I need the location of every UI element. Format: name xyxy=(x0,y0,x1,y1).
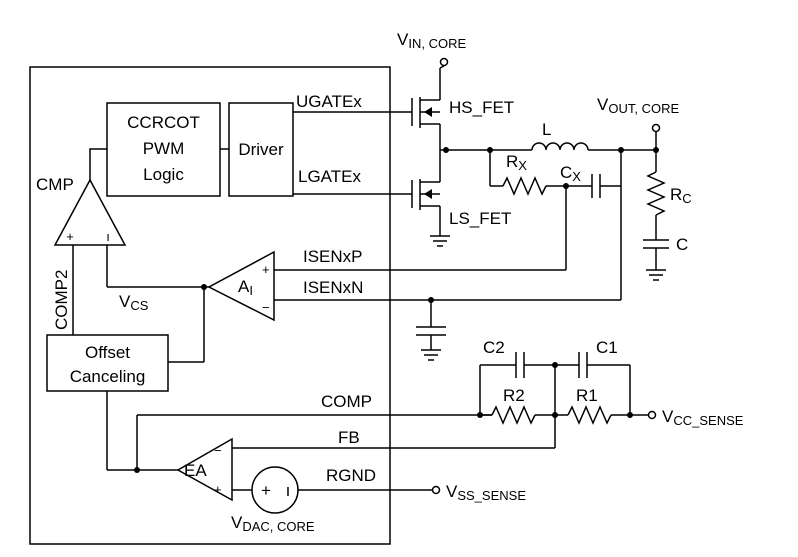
vdac-minus-sign: ı xyxy=(286,481,291,500)
vdac-plus-sign: + xyxy=(261,481,271,500)
ea-label: EA xyxy=(184,461,207,480)
ccrcot-label-line1: CCRCOT xyxy=(127,113,200,132)
hs-fet xyxy=(411,68,441,150)
isenp-label: ISENxP xyxy=(303,247,363,266)
fb-label: FB xyxy=(338,428,360,447)
inductor-label: L xyxy=(542,120,551,139)
ea-minus-sign: − xyxy=(214,443,222,458)
comp2-label: COMP2 xyxy=(52,270,71,330)
resistor-rc xyxy=(646,171,666,216)
resistor-r2 xyxy=(491,405,536,425)
r2-label: R2 xyxy=(503,386,525,405)
offset-canceling-block: Offset Canceling xyxy=(46,334,169,392)
rc-label: RC xyxy=(670,185,692,206)
cmp-output-wire xyxy=(89,148,107,180)
controller-boundary xyxy=(29,66,391,545)
r1-label: R1 xyxy=(576,386,598,405)
resistor-r1 xyxy=(567,405,612,425)
cmp-label: CMP xyxy=(36,175,74,194)
vout-label: VOUT, CORE xyxy=(597,95,679,116)
comp-label: COMP xyxy=(321,392,372,411)
comparator-cmp: + ı xyxy=(53,178,127,246)
ground-symbol-isen xyxy=(421,349,441,361)
vin-terminal xyxy=(439,57,449,67)
ls-fet xyxy=(411,150,441,236)
vss-sense-label: VSS_SENSE xyxy=(446,482,526,503)
vout-terminal xyxy=(651,123,661,133)
vcc-sense-label: VCC_SENSE xyxy=(662,407,744,428)
vcc-sense-terminal xyxy=(647,410,657,420)
c1-label: C1 xyxy=(596,338,618,357)
rx-label: RX xyxy=(506,152,527,173)
ls-fet-label: LS_FET xyxy=(449,209,511,228)
resistor-rx xyxy=(502,176,547,196)
c-label: C xyxy=(676,235,688,254)
cmp-minus-sign: ı xyxy=(106,229,110,244)
vdac-label: VDAC, CORE xyxy=(231,513,315,534)
vss-sense-terminal xyxy=(431,485,441,495)
inductor-l xyxy=(531,142,589,151)
vin-label: VIN, CORE xyxy=(397,30,466,51)
ccrcot-label-line3: Logic xyxy=(143,165,184,184)
rgnd-label: RGND xyxy=(326,466,376,485)
ugate-label: UGATEx xyxy=(296,92,362,111)
driver-label: Driver xyxy=(238,140,284,159)
ea-plus-sign: + xyxy=(214,482,222,497)
lgate-label: LGATEx xyxy=(298,167,361,186)
ccrcot-label-line2: PWM xyxy=(143,139,185,158)
offset-label-line2: Canceling xyxy=(70,367,146,386)
current-sense-amplifier-ai: AI + − xyxy=(207,250,275,322)
cmp-plus-sign: + xyxy=(66,229,74,244)
ai-minus-sign: − xyxy=(262,300,270,315)
cx-label: CX xyxy=(560,163,581,184)
vdac-source: + ı xyxy=(251,466,299,514)
hs-fet-label: HS_FET xyxy=(449,98,514,117)
ground-symbol-output xyxy=(646,269,666,281)
ai-label: AI xyxy=(238,277,253,298)
ground-symbol-ls xyxy=(430,235,450,247)
offset-label-line1: Offset xyxy=(85,343,130,362)
c2-label: C2 xyxy=(483,338,505,357)
error-amplifier-ea: EA − + xyxy=(176,437,233,502)
ccrcot-pwm-logic-block: CCRCOT PWM Logic xyxy=(106,102,221,197)
vcs-label: VCS xyxy=(119,292,149,313)
ai-plus-sign: + xyxy=(262,262,270,277)
driver-block: Driver xyxy=(228,102,294,197)
isenn-label: ISENxN xyxy=(303,278,363,297)
